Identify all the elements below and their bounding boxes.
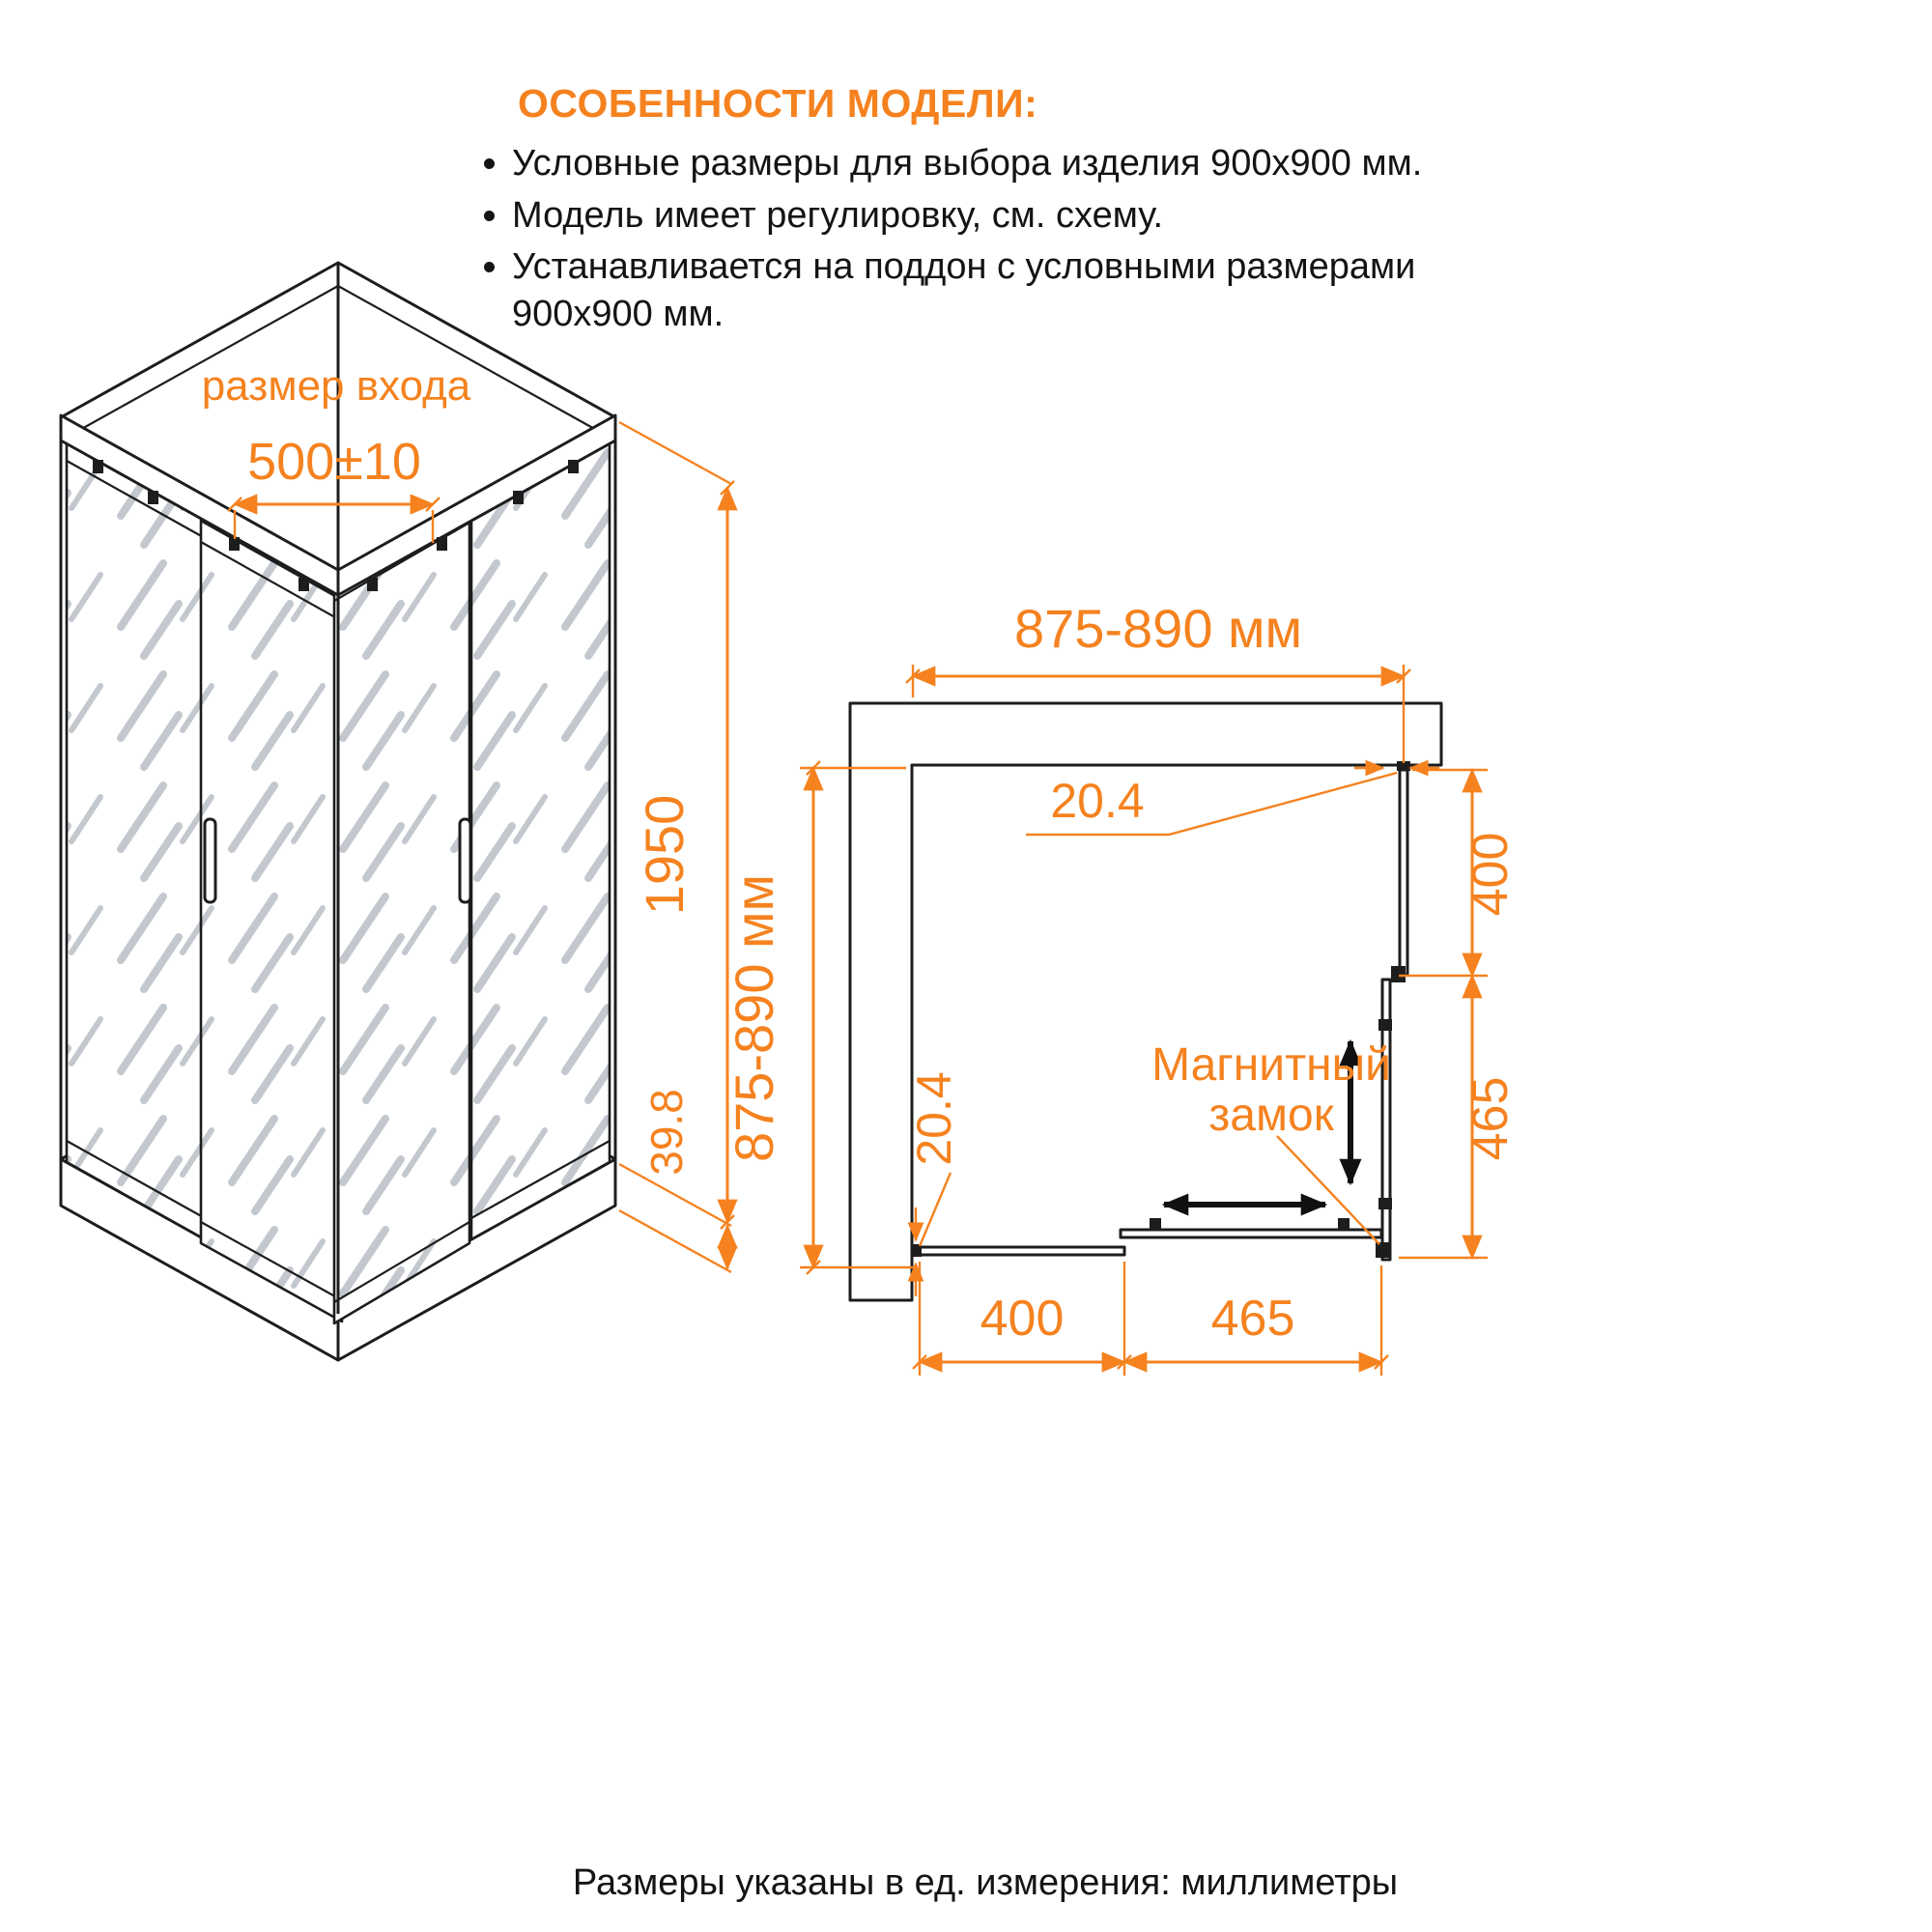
depth-dimension-value: 875-890 мм [724,874,784,1162]
profile-width-left-value: 20.4 [907,1071,961,1165]
magnet-label-line1: Магнитный [1151,1039,1391,1091]
sliding-door-left [199,519,344,1323]
door-handles [203,817,472,904]
profile-width-top-value: 20.4 [1050,774,1144,828]
sliding-door-right [332,499,471,1325]
features-header: ОСОБЕННОСТИ МОДЕЛИ: Условные размеры для… [462,81,1515,343]
feature-item: Модель имеет регулировку, см. схему. [512,192,1550,240]
plan-dimensions: 875-890 мм 875-890 мм 400 465 20.4 [724,598,1519,1376]
top-rails [59,413,617,597]
handle-right [458,817,472,904]
plan-walls [848,701,1443,1302]
tray-height-value: 39.8 [641,1089,692,1176]
door-bottom-value: 465 [1211,1291,1295,1347]
plan-fixed-panel-right [1398,768,1409,977]
plan-hardware [912,761,1410,1258]
entrance-size-value: 500±10 [247,433,421,491]
fixed-glass-left [65,438,207,1241]
isometric-view: размер входа 500±10 1950 39.8 [59,261,738,1362]
page-title: ОСОБЕННОСТИ МОДЕЛИ: [518,81,1038,126]
plan-view: 875-890 мм 875-890 мм 400 465 20.4 [724,598,1519,1376]
plan-sliding-door-bottom [1119,1228,1383,1239]
door-side-value: 465 [1463,1077,1519,1161]
iso-dimensions: размер входа 500±10 1950 39.8 [202,362,738,1274]
roller-brackets [93,460,579,591]
magnet-leader [1276,1135,1380,1245]
fixed-bottom-value: 400 [980,1291,1065,1347]
glass-panels [65,418,611,1325]
profile-left-leader [918,1172,952,1247]
entrance-size-label: размер входа [202,362,471,410]
plan-sliding-door-right [1380,978,1392,1262]
feature-item: Условные размеры для выбора изделия 900х… [512,140,1550,187]
height-dimension-value: 1950 [634,795,695,916]
plan-fixed-panel-bottom [916,1245,1126,1257]
profile-top-leader [1026,771,1398,837]
units-note: Размеры указаны в ед. измерения: миллиме… [572,1862,1399,1903]
handle-left [203,817,217,904]
magnet-lock-block [1376,1242,1391,1258]
plan-panels [912,761,1410,1262]
magnet-label-line2: замок [1208,1090,1334,1141]
features-list: Условные размеры для выбора изделия 900х… [462,140,1550,338]
slide-direction-arrows [1161,1038,1362,1216]
width-dimension-value: 875-890 мм [1014,598,1302,659]
feature-item: Устанавливается на поддон с условными ра… [512,243,1550,337]
fixed-glass-right [469,418,611,1241]
fixed-side-value: 400 [1463,833,1519,917]
